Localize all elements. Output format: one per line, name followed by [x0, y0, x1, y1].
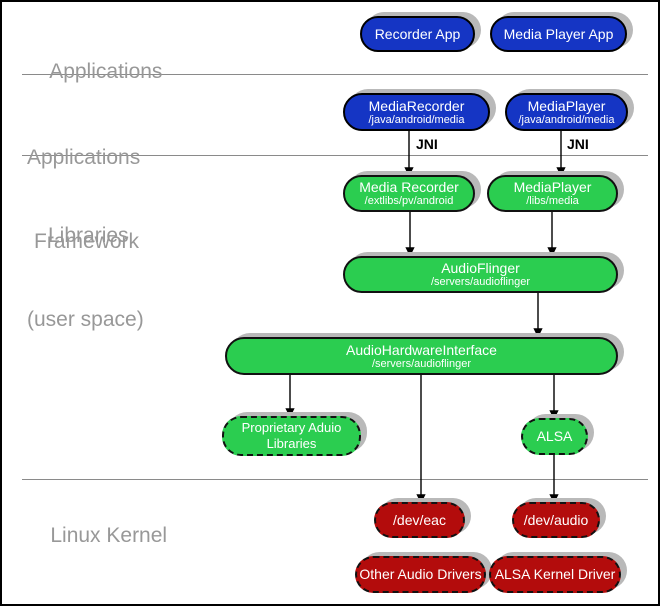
node-mediarecorder-framework-path: /java/android/media [368, 113, 465, 126]
arrowhead-ahi-alsa [549, 410, 559, 420]
node-dev-audio[interactable]: /dev/audio [512, 502, 600, 538]
node-alsa[interactable]: ALSA [521, 418, 588, 455]
node-mediarecorder-framework-title: MediaRecorder [368, 97, 465, 114]
node-other-audio-drivers-title: Other Audio Drivers [359, 566, 482, 583]
node-dev-audio-title: /dev/audio [523, 511, 589, 528]
node-mediaplayer-framework-title: MediaPlayer [527, 97, 606, 114]
divider-applications-framework [22, 74, 648, 75]
node-mediaplayer-lib-title: MediaPlayer [513, 179, 592, 196]
node-mediarecorder-framework[interactable]: MediaRecorder /java/android/media [343, 93, 490, 131]
node-recorder-app-title: Recorder App [374, 25, 461, 42]
arrowhead-jni-left [404, 167, 414, 177]
node-proprietary-audio-libraries-title: Proprietary Aduio Libraries [241, 419, 342, 451]
node-mediaplayer-framework[interactable]: MediaPlayer /java/android/media [505, 93, 628, 131]
section-label-framework-line2: Framework [34, 230, 140, 253]
arrowhead-audioflinger-ahi [533, 328, 543, 338]
section-label-applications: Applications [27, 30, 162, 114]
arrowhead-mediaplayer-audioflinger [547, 247, 557, 257]
node-media-recorder-lib-title: Media Recorder [359, 179, 459, 196]
node-audiohardwareinterface-title: AudioHardwareInterface [346, 341, 497, 358]
node-proprietary-audio-libraries[interactable]: Proprietary Aduio Libraries [222, 416, 361, 456]
section-label-framework-line1: Applications [27, 146, 141, 169]
node-alsa-kernel-driver[interactable]: ALSA Kernel Driver [489, 556, 621, 593]
node-mediaplayer-lib[interactable]: MediaPlayer /libs/media [487, 175, 618, 212]
node-recorder-app[interactable]: Recorder App [360, 16, 475, 52]
node-media-player-app[interactable]: Media Player App [490, 16, 627, 52]
node-audioflinger-title: AudioFlinger [441, 260, 520, 277]
section-label-applications-framework: Applications Framework [27, 88, 140, 312]
node-alsa-kernel-driver-title: ALSA Kernel Driver [494, 566, 616, 583]
section-label-libraries-line1: Libraries [48, 224, 129, 247]
section-label-applications-text: Applications [49, 60, 163, 83]
node-dev-eac[interactable]: /dev/eac [374, 502, 465, 538]
node-audioflinger[interactable]: AudioFlinger /servers/audioflinger [343, 256, 618, 293]
node-media-recorder-lib[interactable]: Media Recorder /extlibs/pv/android [343, 175, 475, 212]
arrowhead-ahi-dev-eac [416, 494, 426, 504]
node-alsa-title: ALSA [536, 428, 573, 445]
node-media-player-app-title: Media Player App [503, 25, 614, 42]
jni-label-left: JNI [416, 136, 438, 152]
section-label-libraries: Libraries (user space) [27, 166, 144, 390]
node-audioflinger-path: /servers/audioflinger [430, 276, 531, 289]
node-other-audio-drivers[interactable]: Other Audio Drivers [355, 556, 486, 593]
node-dev-eac-title: /dev/eac [393, 511, 446, 528]
section-label-linux-kernel: Linux Kernel [27, 494, 167, 578]
node-mediaplayer-framework-path: /java/android/media [518, 113, 615, 126]
node-audiohardwareinterface[interactable]: AudioHardwareInterface /servers/audiofli… [225, 337, 618, 375]
divider-framework-libraries [22, 155, 648, 156]
arrowhead-alsa-dev-audio [549, 494, 559, 504]
jni-label-right: JNI [567, 136, 589, 152]
section-label-linux-kernel-text: Linux Kernel [50, 524, 168, 547]
arrowhead-jni-right [556, 167, 566, 177]
node-media-recorder-lib-path: /extlibs/pv/android [364, 195, 454, 208]
arrowhead-mediarecorder-audioflinger [405, 247, 415, 257]
section-label-libraries-line2: (user space) [27, 308, 144, 331]
node-audiohardwareinterface-path: /servers/audioflinger [371, 357, 472, 370]
divider-libraries-kernel [22, 479, 648, 480]
node-mediaplayer-lib-path: /libs/media [526, 195, 579, 208]
arrowhead-ahi-proprietary [285, 408, 295, 418]
